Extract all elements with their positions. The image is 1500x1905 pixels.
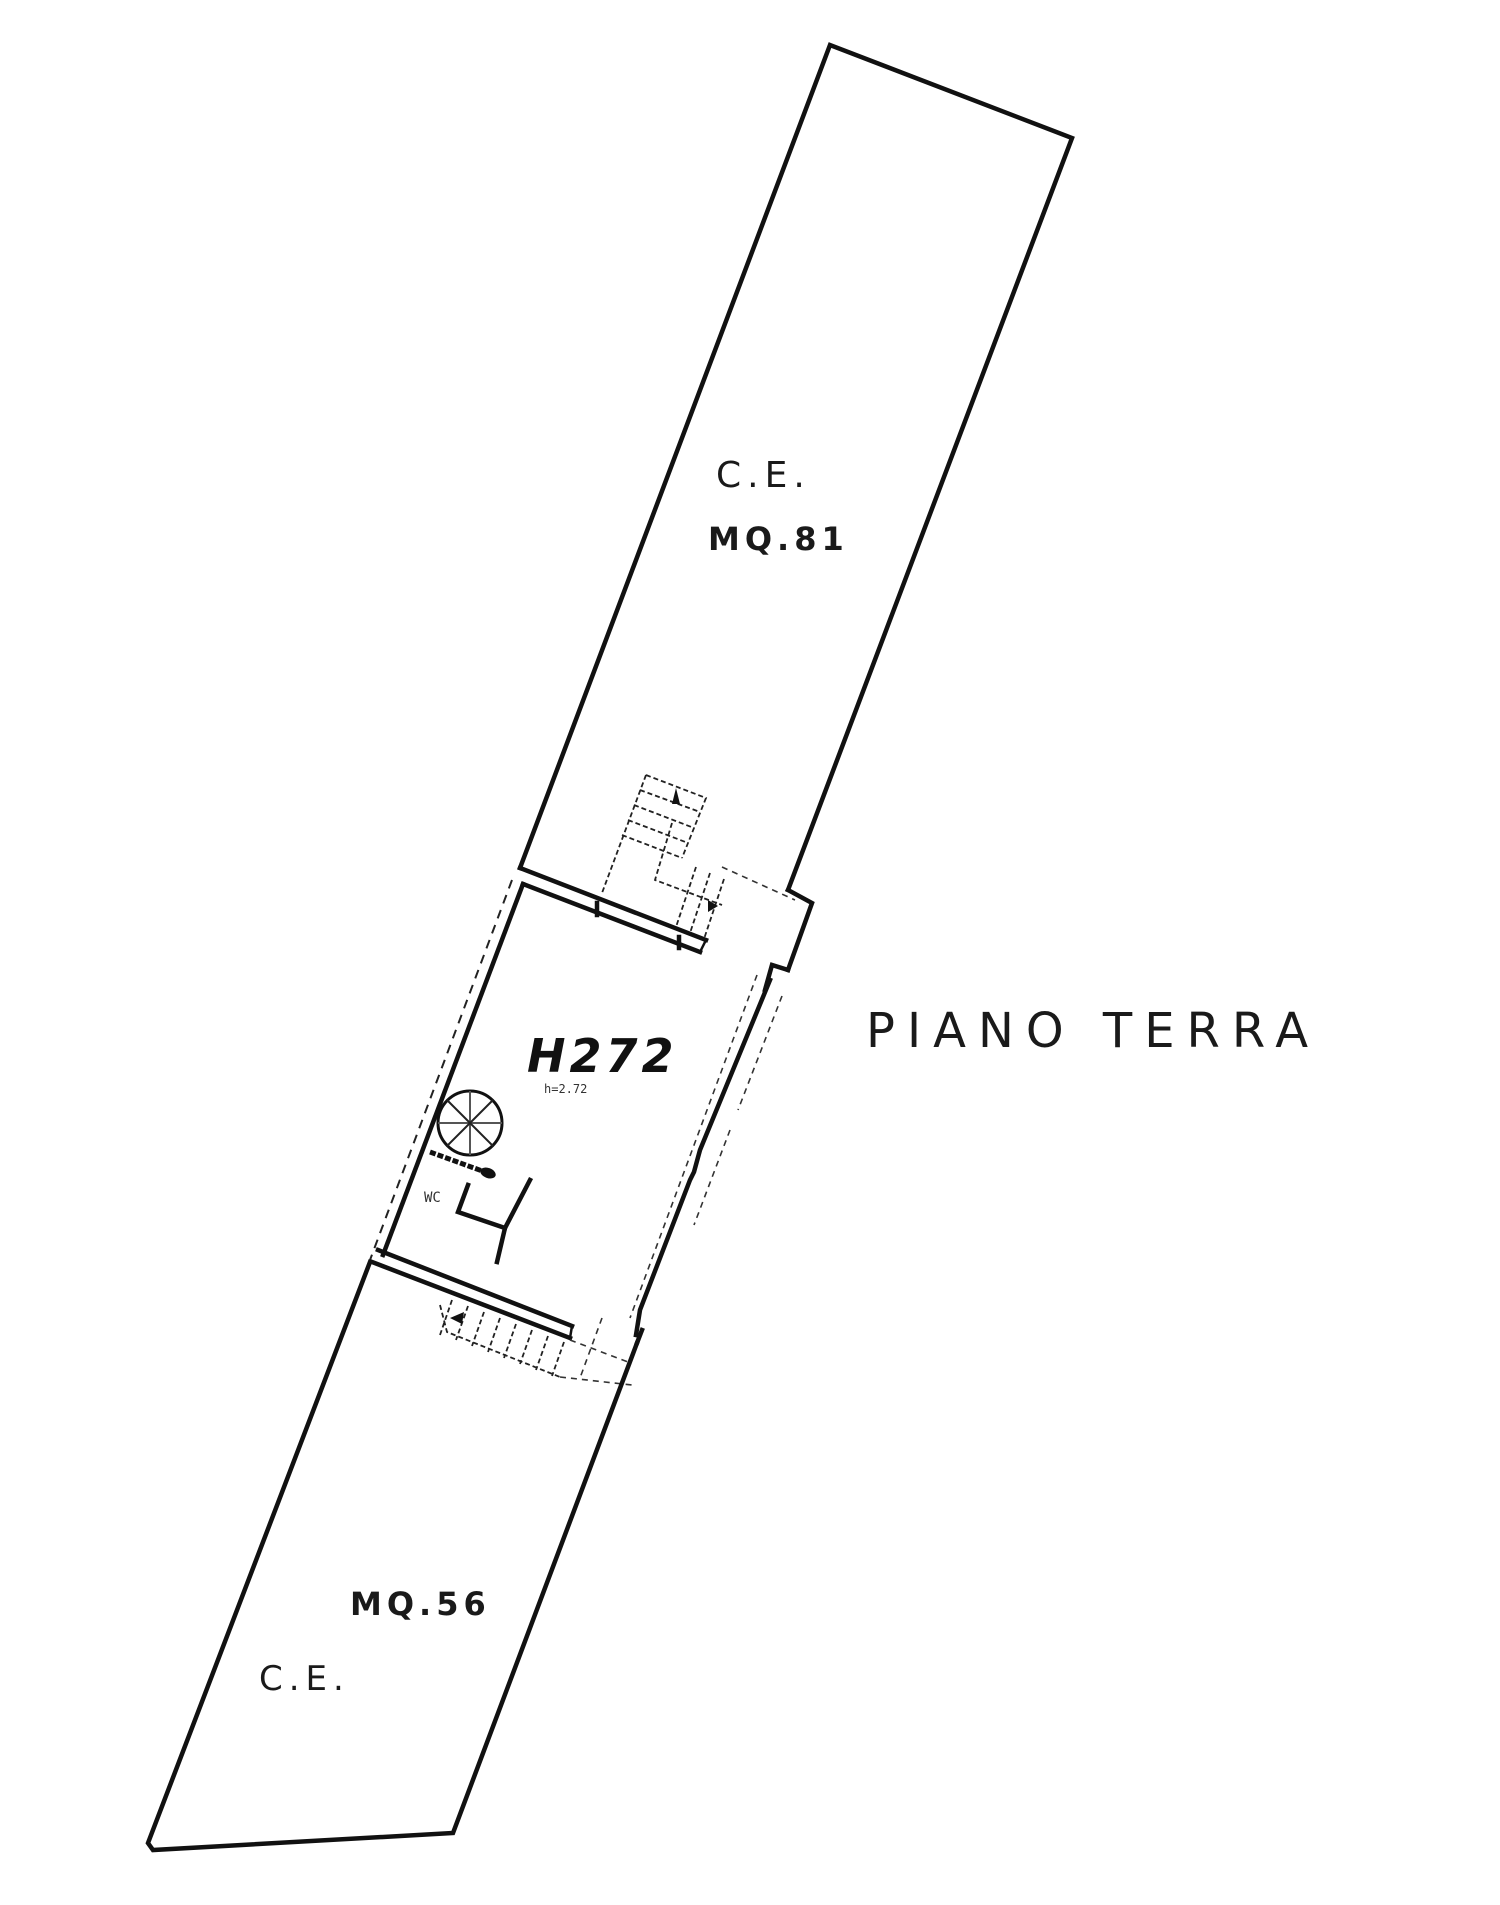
upper-stair-landing xyxy=(721,866,815,973)
upper-staircase-icon xyxy=(601,774,725,940)
upper-courtyard-area: MQ.81 xyxy=(708,520,849,558)
spiral-staircase-icon xyxy=(429,1089,504,1179)
room-h272 xyxy=(369,865,791,1341)
lower-courtyard xyxy=(145,1259,645,1853)
upper-courtyard-label: C.E. xyxy=(716,455,811,496)
room-height-note: h=2.72 xyxy=(544,1082,587,1096)
room-code: H272 xyxy=(527,1029,678,1083)
upper-courtyard xyxy=(517,42,1075,893)
wc-label: WC xyxy=(424,1190,441,1206)
wc-partition xyxy=(455,1176,534,1265)
lower-courtyard-area: MQ.56 xyxy=(350,1585,491,1623)
drawing-title: PIANO TERRA xyxy=(866,1003,1320,1059)
lower-courtyard-label: C.E. xyxy=(259,1659,350,1699)
